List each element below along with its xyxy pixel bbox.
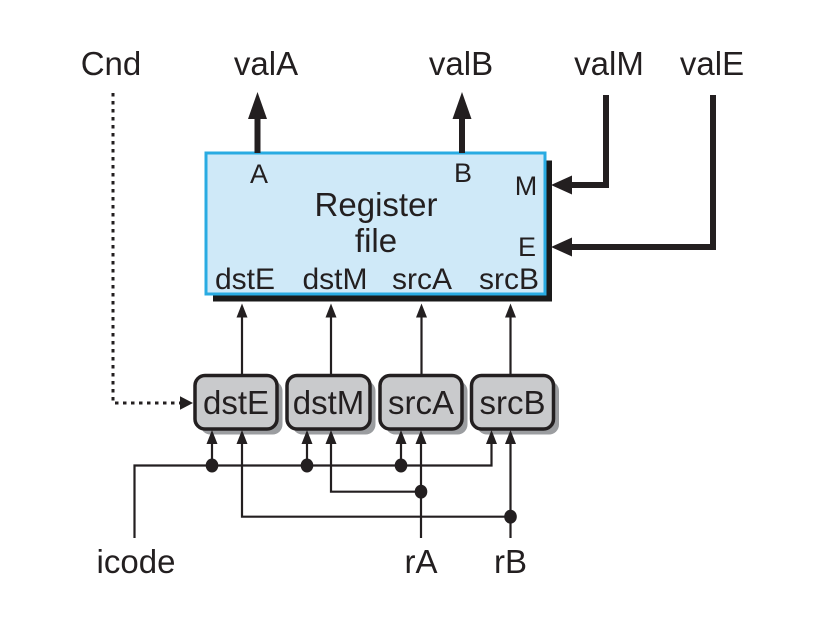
rb-label: rB <box>494 543 527 580</box>
junction-dot <box>504 509 517 524</box>
dste-block-label: dstE <box>203 384 269 421</box>
vale-wire <box>569 95 716 250</box>
ra-dstm-arrowhead-icon <box>325 430 337 444</box>
valm-label: valM <box>574 45 644 82</box>
ra-srca-arrowhead-icon <box>415 430 427 444</box>
port-m-label: M <box>515 171 538 201</box>
port-e-label: E <box>518 232 536 262</box>
valm-wire <box>569 95 609 188</box>
vale-arrowhead-icon <box>551 237 572 257</box>
port-a-label: A <box>250 159 268 189</box>
rb-srcb-arrowhead-icon <box>505 430 516 444</box>
junction-dot <box>205 458 219 473</box>
srcb-block <box>469 373 556 431</box>
ra-label: rA <box>405 543 438 580</box>
vale-label: valE <box>680 45 744 82</box>
valm-arrowhead-icon <box>551 175 572 195</box>
icode-dste-arrowhead-icon <box>206 430 218 444</box>
srca-block <box>378 373 464 431</box>
port-dste-label: dstE <box>215 263 275 296</box>
icode-dstm-arrowhead-icon <box>301 430 313 444</box>
dstm-to-regfile-arrowhead-icon <box>325 303 337 318</box>
port-b-label: B <box>454 158 472 188</box>
junction-dot <box>300 458 314 473</box>
srcb-block-label: srcB <box>480 384 546 421</box>
cnd-label: Cnd <box>81 45 142 82</box>
valb-label: valB <box>429 45 493 82</box>
port-dstm-label: dstM <box>302 263 367 296</box>
junction-dot <box>414 484 428 499</box>
register-file-title-line2: file <box>355 222 397 259</box>
port-srca-label: srcA <box>392 263 452 296</box>
dste-to-regfile-arrowhead-icon <box>236 303 248 318</box>
valb-arrowhead-icon <box>452 92 472 119</box>
ra-dstm-wire <box>329 442 421 493</box>
dste-block <box>193 373 279 431</box>
port-srcb-label: srcB <box>479 263 539 296</box>
dstm-block-label: dstM <box>293 384 365 421</box>
cnd-arrowhead-icon <box>180 396 193 410</box>
register-file-title-line1: Register <box>315 186 438 223</box>
register-file-box <box>204 151 547 296</box>
rb-dste-wire <box>240 442 511 518</box>
dstm-block <box>285 373 372 431</box>
icode-label: icode <box>97 543 176 580</box>
icode-srca-arrowhead-icon <box>395 430 407 444</box>
vala-label: valA <box>234 45 298 82</box>
srca-block-label: srcA <box>388 384 454 421</box>
junction-dot <box>394 458 408 473</box>
srca-to-regfile-arrowhead-icon <box>416 303 427 318</box>
icode-srcb-arrowhead-icon <box>486 430 497 444</box>
rb-dste-arrowhead-icon <box>236 430 248 444</box>
vala-arrowhead-icon <box>248 92 267 119</box>
cnd-dotted-wire <box>111 93 180 405</box>
srcb-to-regfile-arrowhead-icon <box>505 303 516 318</box>
